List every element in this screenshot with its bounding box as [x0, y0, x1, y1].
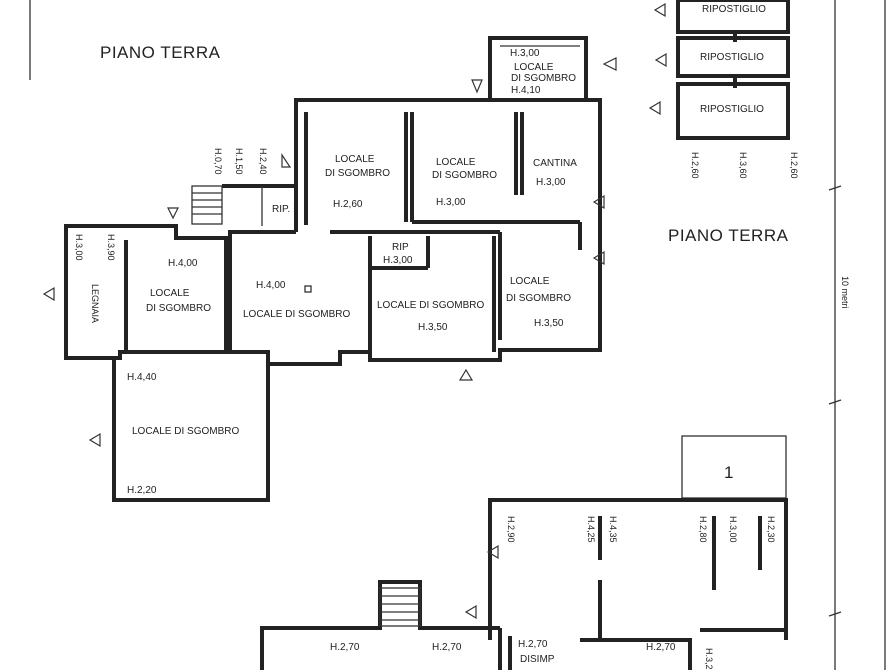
- door-arrow-icon: [281, 153, 292, 168]
- room-locale-a-2: DI SGOMBRO: [325, 168, 390, 179]
- room-cantina: CANTINA: [533, 158, 577, 169]
- room-rip-small: RIP.: [272, 204, 290, 215]
- lower-height-4: H.2,80: [698, 516, 708, 543]
- room-locale-top-h1: H.3,00: [510, 48, 540, 59]
- plan-title-right: PIANO TERRA: [668, 226, 789, 245]
- unit-number: 1: [724, 463, 734, 482]
- room-rip-mid: RIP: [392, 242, 409, 253]
- door-arrow-icon: [471, 79, 483, 94]
- room-locale-top-label2: DI SGOMBRO: [511, 73, 576, 84]
- room-disimp: DISIMP: [520, 654, 555, 665]
- plan-title-left: PIANO TERRA: [100, 43, 221, 62]
- lower-height-3: H.4,35: [608, 516, 618, 543]
- rip-height-2: H.3,60: [738, 152, 748, 179]
- bottom-height-4: H.2,70: [646, 642, 676, 653]
- door-arrow-icon: [464, 604, 477, 620]
- room-locale-a-1: LOCALE: [335, 154, 375, 165]
- room-locale-c-2: DI SGOMBRO: [146, 303, 211, 314]
- room-cantina-h: H.3,00: [536, 177, 566, 188]
- rip-height-3: H.2,60: [789, 152, 799, 179]
- lower-height-1: H.2,90: [506, 516, 516, 543]
- room-legnaia-h1: H.3,00: [74, 234, 84, 261]
- room-marker: [304, 285, 312, 293]
- room-locale-g-h1: H.4,40: [127, 372, 157, 383]
- room-locale-e-h: H.3,50: [418, 322, 448, 333]
- bottom-height-2: H.2,70: [432, 642, 462, 653]
- lower-height-6: H.2,30: [766, 516, 776, 543]
- room-ripostiglio-1: RIPOSTIGLIO: [702, 4, 766, 15]
- room-locale-top-label1: LOCALE: [514, 62, 554, 73]
- room-locale-g: LOCALE DI SGOMBRO: [132, 426, 239, 437]
- rip-height-1: H.2,60: [690, 152, 700, 179]
- stair-height-1: H.0,70: [213, 148, 223, 175]
- room-locale-c-h: H.4,00: [168, 258, 198, 269]
- room-locale-e: LOCALE DI SGOMBRO: [377, 300, 484, 311]
- room-locale-d: LOCALE DI SGOMBRO: [243, 309, 350, 320]
- stair-height-3: H.2,40: [258, 148, 268, 175]
- door-arrow-icon: [167, 207, 179, 220]
- room-locale-b-h: H.3,00: [436, 197, 466, 208]
- door-arrow-icon: [648, 100, 661, 116]
- room-ripostiglio-3: RIPOSTIGLIO: [700, 104, 764, 115]
- room-locale-b-2: DI SGOMBRO: [432, 170, 497, 181]
- room-locale-f-2: DI SGOMBRO: [506, 293, 571, 304]
- door-arrow-icon: [592, 194, 605, 210]
- room-locale-d-h: H.4,00: [256, 280, 286, 291]
- door-arrow-icon: [458, 368, 474, 381]
- door-arrow-icon: [88, 432, 101, 448]
- door-arrow-icon: [592, 250, 605, 266]
- scale-bar-ticks: [828, 185, 842, 617]
- lower-height-5: H.3,00: [728, 516, 738, 543]
- room-locale-g-h2: H.2,20: [127, 485, 157, 496]
- lower-building-walls: [260, 435, 788, 670]
- door-arrow-icon: [602, 57, 617, 71]
- room-locale-c-1: LOCALE: [150, 288, 190, 299]
- room-rip-mid-h: H.3,00: [383, 255, 413, 266]
- main-building-walls: [64, 98, 602, 502]
- room-ripostiglio-2: RIPOSTIGLIO: [700, 52, 764, 63]
- room-legnaia-h2: H.3,90: [106, 234, 116, 261]
- door-arrow-icon: [653, 2, 666, 18]
- room-locale-top-h2: H.4,10: [511, 85, 541, 96]
- ripostigli-block: [676, 0, 790, 140]
- lower-height-2: H.4,25: [586, 516, 596, 543]
- room-locale-b-1: LOCALE: [436, 157, 476, 168]
- room-locale-f-h: H.3,50: [534, 318, 564, 329]
- stair-height-2: H.1,50: [234, 148, 244, 175]
- door-arrow-icon: [654, 52, 667, 68]
- room-legnaia: LEGNAIA: [90, 284, 100, 323]
- door-arrow-icon: [42, 286, 55, 302]
- door-arrow-icon: [486, 544, 499, 560]
- bottom-height-1: H.2,70: [330, 642, 360, 653]
- room-locale-f-1: LOCALE: [510, 276, 550, 287]
- scale-label: 10 metri: [840, 276, 850, 309]
- bottom-height-3: H.2,70: [518, 639, 548, 650]
- bottom-height-5: H.3,2: [704, 648, 714, 670]
- room-locale-a-h: H.2,60: [333, 199, 363, 210]
